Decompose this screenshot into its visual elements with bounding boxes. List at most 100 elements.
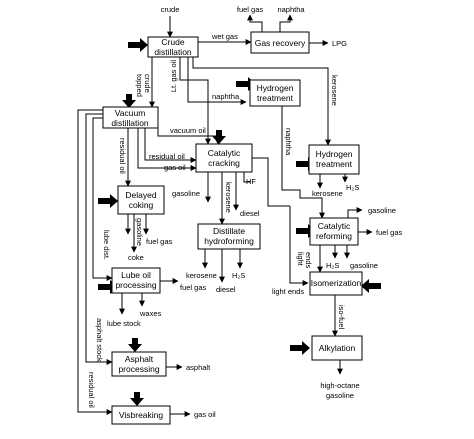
lpg-label: LPG	[332, 39, 347, 48]
cr-gasoline-top-label: gasoline	[368, 206, 396, 215]
light-ends-split-label-1: light	[296, 252, 305, 267]
delayed-coking-label-1: Delayed	[125, 190, 156, 200]
lube-oil-processing-label-2: processing	[115, 280, 156, 290]
visbreaking-label: Visbreaking	[119, 410, 164, 420]
naphtha-to-ht1-line	[187, 57, 247, 105]
catalytic-cracking-box	[195, 143, 253, 173]
cr-h2s-label: H₂S	[326, 261, 339, 270]
distillate-hydroforming-box	[197, 223, 261, 250]
alkylation-box	[311, 335, 363, 361]
alkylation-input-icon	[290, 341, 310, 355]
kerosene-line	[192, 57, 331, 146]
dh-h2s-label: H₂S	[232, 271, 245, 280]
ht2-h2s-label: H₂S	[346, 183, 359, 192]
vacuum-distillation-label-2: distillation	[111, 118, 149, 128]
alkylation-label: Alkylation	[319, 343, 356, 353]
stream-labels: crude wet gas fuel gas naphtha LPG toppe…	[87, 5, 403, 419]
waxes-label: waxes	[139, 309, 162, 318]
catalytic-cracking-label-2: cracking	[208, 158, 240, 168]
naphtha-vertical-label: naphtha	[284, 128, 293, 156]
lt-gas-oil-line	[179, 57, 211, 145]
gas-oil-mid-label: gas oil	[164, 163, 186, 172]
hf-line	[243, 172, 250, 183]
unit-boxes: Crude distillation Gas recovery Hydrogen…	[102, 31, 363, 425]
naphtha-to-reforming-line	[281, 106, 325, 219]
lube-stock-label: lube stock	[107, 319, 141, 328]
lt-gas-oil-label: Lt. gas oil	[169, 60, 178, 92]
vacuum-oil-label: vacuum oil	[170, 126, 206, 135]
hf-label: HF	[246, 177, 256, 186]
coking-gasoline-label: gasoline	[135, 218, 144, 246]
lube-dist-label: lube dist.	[102, 230, 111, 260]
isomerization-label: Isomerization	[311, 278, 362, 288]
topped-crude-label-2: crude	[143, 74, 152, 93]
ht2-kerosene-label: kerosene	[312, 189, 343, 198]
wet-gas-label: wet gas	[211, 32, 238, 41]
gr-naphtha-line	[279, 14, 293, 32]
gas-recovery-box	[250, 31, 310, 54]
coking-fuel-gas-label: fuel gas	[146, 237, 173, 246]
topped-crude-label-1: topped	[135, 74, 144, 97]
lube-oil-processing-box	[111, 267, 161, 294]
gr-fuel-gas-line	[247, 14, 263, 32]
vacuum-input-icon	[122, 94, 136, 108]
crude-distillation-input-icon	[128, 38, 148, 52]
asphalt-processing-label-2: processing	[118, 364, 159, 374]
cr-fuel-gas-label: fuel gas	[376, 228, 403, 237]
kerosene-vertical-label: kerosene	[330, 75, 339, 106]
light-ends-split-label-2: ends	[304, 252, 313, 269]
asphalt-input-icon	[128, 338, 142, 352]
hydrogen-treatment-2-label-2: treatment	[316, 159, 353, 169]
residual-oil-mid-label: residual oil	[149, 152, 185, 161]
hydrogen-treatment-1-label-1: Hydrogen	[257, 83, 294, 93]
asphalt-processing-box	[111, 351, 167, 377]
delayed-coking-box	[117, 185, 165, 215]
naphtha-top-label: naphtha	[277, 5, 305, 14]
crude-label: crude	[161, 5, 180, 14]
asphalt-stock-line	[85, 113, 113, 365]
distillate-hydroforming-label-1: Distillate	[213, 226, 245, 236]
dh-kerosene-label: kerosene	[186, 271, 217, 280]
cc-diesel-label: diesel	[240, 209, 260, 218]
dh-diesel-label: diesel	[216, 285, 236, 294]
catalytic-reforming-label-2: reforming	[316, 231, 352, 241]
gas-recovery-label: Gas recovery	[255, 38, 306, 48]
gas-oil-line	[144, 128, 197, 163]
hydrogen-treatment-1-label-2: treatment	[257, 93, 294, 103]
delayed-coking-label-2: coking	[129, 200, 154, 210]
visbreaking-box	[111, 405, 171, 425]
cr-gasoline-label: gasoline	[350, 261, 378, 270]
crude-distillation-label-1: Crude	[161, 37, 184, 47]
vacuum-distillation-box	[102, 106, 159, 129]
coke-label: coke	[128, 253, 144, 262]
high-octane-label-1: high-octane	[320, 381, 359, 390]
distillate-hydroforming-label-2: hydroforming	[204, 236, 254, 246]
iso-fuel-label: iso-fuel	[337, 305, 346, 330]
catalytic-reforming-label-1: Catalytic	[318, 221, 351, 231]
hydrogen-treatment-2-box	[308, 144, 360, 175]
cc-input-icon	[212, 130, 226, 144]
asphalt-label: asphalt	[186, 363, 211, 372]
hydrogen-treatment-2-label-1: Hydrogen	[316, 149, 353, 159]
isomerization-box	[309, 271, 363, 296]
visbreaking-input-icon	[130, 392, 144, 406]
vacuum-distillation-label-1: Vacuum	[115, 108, 146, 118]
lube-dist-line	[92, 117, 113, 281]
high-octane-label-2: gasoline	[326, 391, 354, 400]
hydrogen-treatment-1-box	[249, 79, 301, 107]
residual-oil-bottom-label: residual oil	[87, 372, 96, 408]
visbreaking-gas-oil-label: gas oil	[194, 410, 216, 419]
asphalt-processing-label-1: Asphalt	[125, 354, 154, 364]
crude-distillation-box	[147, 36, 199, 58]
cc-gasoline-label: gasoline	[172, 189, 200, 198]
fuel-gas-top-label: fuel gas	[237, 5, 264, 14]
residual-oil-vertical-label: residual oil	[118, 138, 127, 174]
lube-oil-processing-label-1: Lube oil	[121, 270, 151, 280]
lube-fuel-gas-label: fuel gas	[180, 283, 207, 292]
flow-lines	[77, 14, 373, 417]
catalytic-cracking-label-1: Catalytic	[208, 148, 241, 158]
isomerization-input-icon	[361, 279, 381, 293]
naphtha-mid-label: naphtha	[212, 92, 240, 101]
